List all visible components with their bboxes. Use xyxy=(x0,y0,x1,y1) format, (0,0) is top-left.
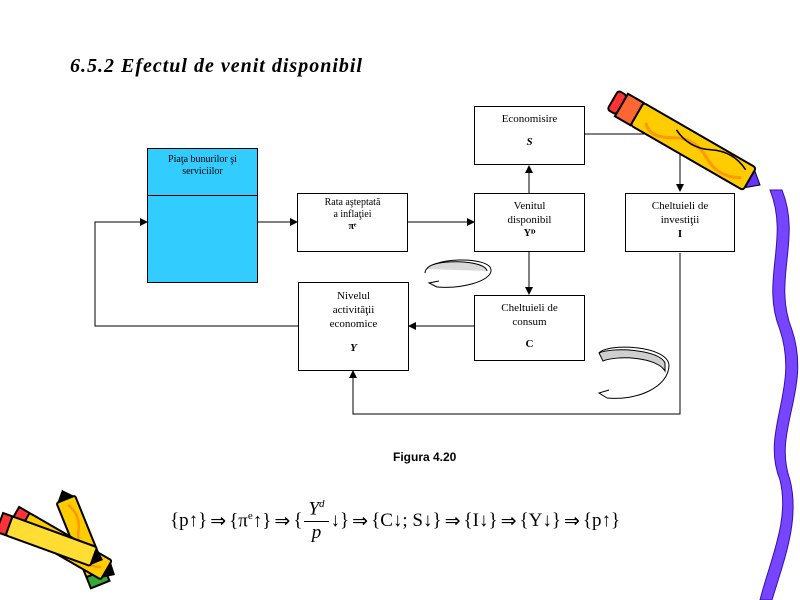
pencil-icon xyxy=(607,90,761,191)
box-label: Rata aşteptată xyxy=(324,197,381,208)
box-label: a inflaţiei xyxy=(333,209,372,220)
ribbon-decoration xyxy=(759,189,799,600)
formula-term: {C↓; S↓} xyxy=(371,510,442,531)
formula: {p↑} ⇒ {πe↑} ⇒ { Yd p ↓} ⇒ {C↓; S↓} ⇒ {I… xyxy=(170,496,620,546)
swirl-arrow-large xyxy=(597,346,670,399)
swirl-arrow-small xyxy=(424,259,492,288)
implies-symbol: ⇒ xyxy=(500,510,517,532)
figure-caption: Figura 4.20 xyxy=(393,450,457,464)
box-label: Piaţa bunurilor şi xyxy=(168,154,237,165)
formula-term: {p↑} xyxy=(582,510,621,531)
box-symbol: Yᴰ xyxy=(523,228,536,239)
box-cheltuieli-investitii: Cheltuieli de investiţii I xyxy=(625,193,735,252)
box-label: serviciilor xyxy=(182,166,223,177)
box-economisire: Economisire S xyxy=(474,106,585,165)
box-symbol: C xyxy=(525,338,534,350)
box-symbol: πᵉ xyxy=(348,221,357,232)
formula-term: {πe↑} xyxy=(229,509,272,532)
box-nivel-activitatii: Nivelul activităţii economice Y xyxy=(298,282,409,371)
box-label: activităţii xyxy=(332,304,375,316)
page-title: 6.5.2 Efectul de venit disponibil xyxy=(70,55,363,77)
box-symbol: Y xyxy=(350,342,357,354)
box-cheltuieli-consum: Cheltuieli de consum C xyxy=(474,295,585,361)
formula-term: {p↑} xyxy=(170,510,208,531)
arrow-investitii-nivel xyxy=(349,253,681,415)
box-symbol: S xyxy=(526,136,533,148)
box-label: disponibil xyxy=(507,214,552,226)
formula-term: ↓} xyxy=(330,510,350,531)
box-label: Cheltuieli de xyxy=(501,302,558,314)
box-label: Cheltuieli de xyxy=(651,200,709,212)
box-symbol: I xyxy=(677,228,683,240)
box-label: Nivelul xyxy=(337,290,370,302)
box-rata-inflatiei: Rata aşteptată a inflaţiei πᵉ xyxy=(297,193,408,252)
box-label: Economisire xyxy=(501,113,558,125)
box-venit-disponibil: Venitul disponibil Yᴰ xyxy=(474,193,585,252)
pencils-icon xyxy=(0,490,115,590)
formula-term: { xyxy=(293,510,303,531)
formula-fraction: Yd p xyxy=(304,498,329,543)
box-label: economice xyxy=(329,318,378,330)
box-label: investiţii xyxy=(660,214,700,226)
box-label: Venitul xyxy=(513,200,546,212)
box-piata-bunurilor: Piaţa bunurilor şi serviciilor xyxy=(147,148,258,283)
formula-term: {I↓} xyxy=(463,510,498,531)
formula-term: {Y↓} xyxy=(519,510,561,531)
implies-symbol: ⇒ xyxy=(563,510,580,532)
implies-symbol: ⇒ xyxy=(444,510,461,532)
arrow-nivel-piata xyxy=(94,218,298,327)
implies-symbol: ⇒ xyxy=(274,510,291,532)
implies-symbol: ⇒ xyxy=(352,510,369,532)
implies-symbol: ⇒ xyxy=(210,510,227,532)
box-label: consum xyxy=(512,316,547,328)
